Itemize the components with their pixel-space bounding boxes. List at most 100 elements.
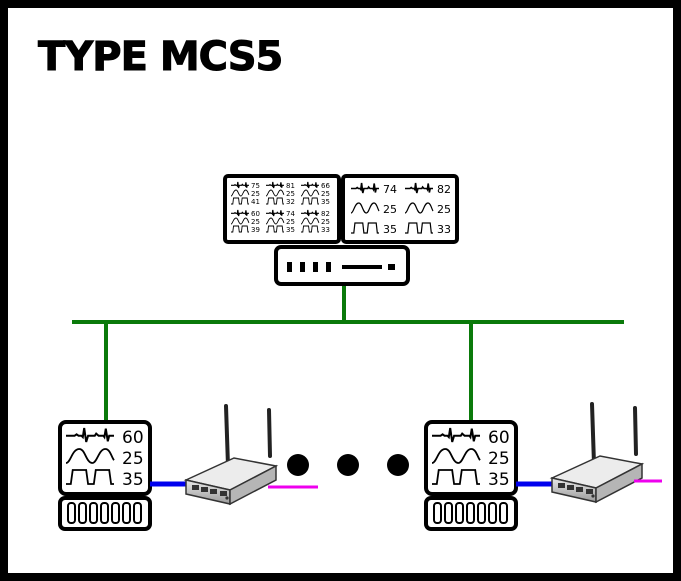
central-station-unit — [274, 245, 410, 286]
vital-value: 75 — [251, 182, 260, 190]
wireless-router-2 — [549, 402, 645, 504]
vital-value: 60 — [488, 428, 510, 448]
page-title: TYPE MCS5 — [37, 34, 283, 81]
ecg-wave — [266, 209, 284, 217]
vital-value: 25 — [286, 190, 295, 198]
bedside-monitor-2 — [424, 420, 518, 496]
resp-wave — [230, 217, 250, 225]
ecg-wave — [351, 182, 379, 194]
keypad-key — [466, 502, 475, 524]
ecg-wave — [231, 181, 249, 189]
ecg-wave — [266, 181, 284, 189]
keypad-key — [78, 502, 87, 524]
wireless-router-1 — [183, 404, 279, 506]
router-port — [201, 487, 208, 492]
keypad-key — [89, 502, 98, 524]
resp-wave — [431, 448, 481, 464]
antenna — [224, 404, 230, 468]
co2-wave — [231, 225, 249, 233]
vital-value: 25 — [122, 449, 144, 469]
vital-value: 25 — [321, 190, 330, 198]
router-side — [229, 464, 277, 506]
resp-wave — [230, 189, 250, 197]
vital-value: 35 — [321, 198, 330, 206]
central-screen-right — [341, 174, 459, 244]
resp-wave — [265, 217, 285, 225]
vital-value: 60 — [251, 210, 260, 218]
ecg-wave — [301, 181, 319, 189]
vital-value: 74 — [286, 210, 295, 218]
vital-value: 35 — [286, 226, 295, 234]
keypad-key — [100, 502, 109, 524]
router-port — [210, 489, 217, 494]
vital-value: 82 — [321, 210, 330, 218]
vital-value: 82 — [437, 183, 451, 196]
vital-value: 35 — [122, 470, 144, 490]
ecg-wave — [432, 427, 480, 443]
bedside-keypad-1 — [58, 496, 152, 531]
resp-wave — [300, 189, 320, 197]
vital-value: 41 — [251, 198, 260, 206]
vital-value: 60 — [122, 428, 144, 448]
vital-value: 74 — [383, 183, 397, 196]
ellipsis-dots — [287, 454, 409, 476]
antenna — [633, 406, 638, 456]
keypad-key — [133, 502, 142, 524]
co2-wave — [432, 469, 480, 485]
central-screen-left — [223, 174, 341, 244]
ecg-wave — [405, 182, 433, 194]
vital-value: 25 — [286, 218, 295, 226]
ecg-wave — [301, 209, 319, 217]
router-port — [567, 485, 574, 490]
antenna — [267, 408, 272, 458]
router-port — [558, 483, 565, 488]
bedside-monitor-1 — [58, 420, 152, 496]
resp-wave — [350, 202, 380, 214]
co2-wave — [301, 197, 319, 205]
ecg-wave — [66, 427, 114, 443]
router-led — [591, 494, 595, 498]
vital-value: 32 — [286, 198, 295, 206]
vital-value: 66 — [321, 182, 330, 190]
vital-value: 25 — [251, 190, 260, 198]
vital-value: 39 — [251, 226, 260, 234]
vital-value: 35 — [383, 223, 397, 236]
bedside-keypad-2 — [424, 496, 518, 531]
keypad-key — [67, 502, 76, 524]
resp-wave — [65, 448, 115, 464]
vital-value: 25 — [488, 449, 510, 469]
vital-value: 25 — [321, 218, 330, 226]
resp-wave — [404, 202, 434, 214]
router-side — [595, 462, 643, 504]
ecg-wave — [231, 209, 249, 217]
vital-value: 33 — [321, 226, 330, 234]
vital-value: 25 — [437, 203, 451, 216]
keypad-key — [477, 502, 486, 524]
router-port — [192, 485, 199, 490]
keypad-key — [455, 502, 464, 524]
vital-value: 35 — [488, 470, 510, 490]
co2-wave — [66, 469, 114, 485]
co2-wave — [231, 197, 249, 205]
antenna — [590, 402, 596, 466]
network-bus — [72, 284, 624, 422]
resp-wave — [265, 189, 285, 197]
router-led — [225, 496, 229, 500]
co2-wave — [266, 197, 284, 205]
keypad-key — [111, 502, 120, 524]
co2-wave — [405, 222, 433, 234]
co2-wave — [266, 225, 284, 233]
co2-wave — [351, 222, 379, 234]
vital-value: 25 — [251, 218, 260, 226]
keypad-key — [444, 502, 453, 524]
resp-wave — [300, 217, 320, 225]
router-port — [576, 487, 583, 492]
vital-value: 81 — [286, 182, 295, 190]
co2-wave — [301, 225, 319, 233]
keypad-key — [488, 502, 497, 524]
router-port — [586, 489, 593, 494]
